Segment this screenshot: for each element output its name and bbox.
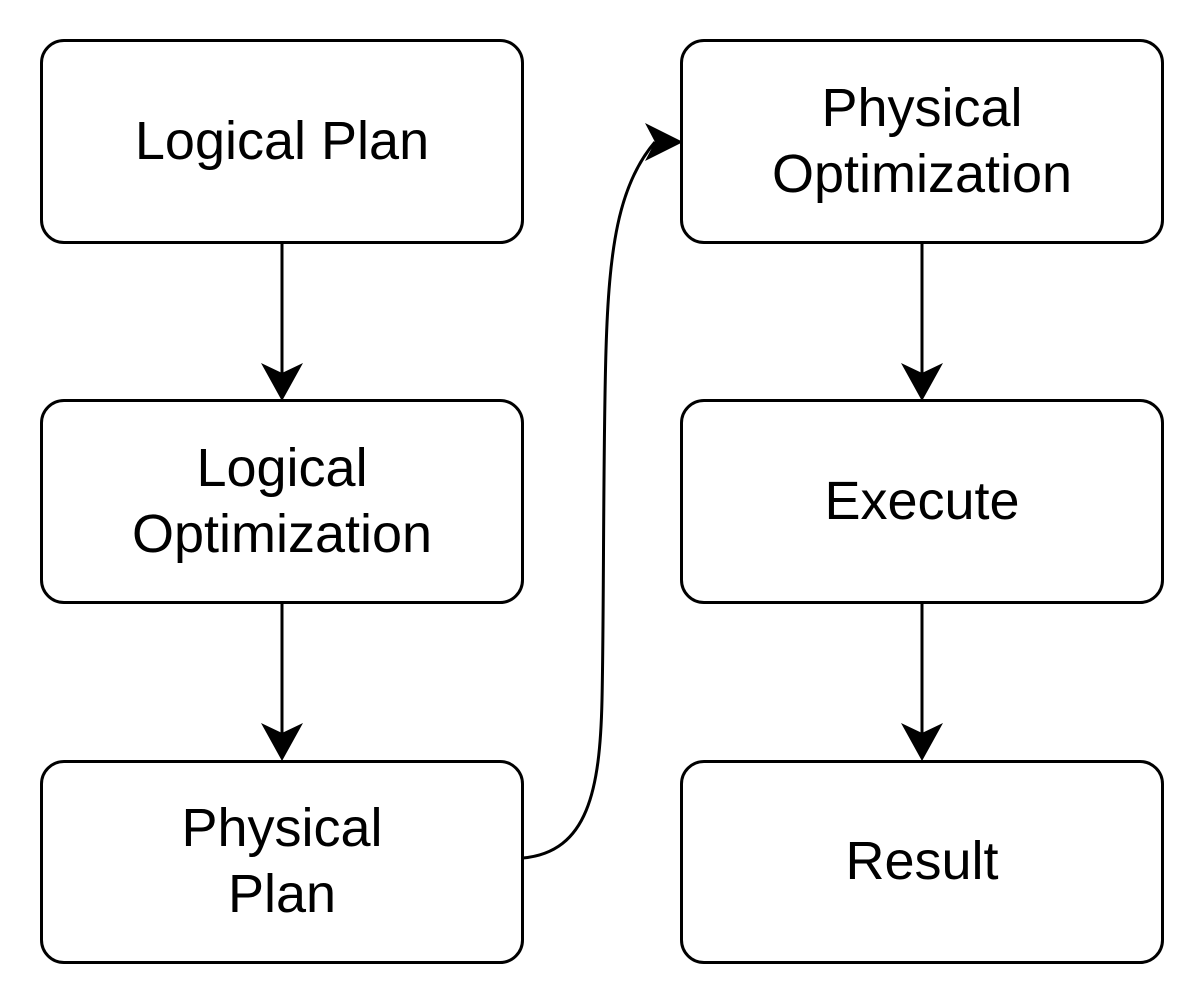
arrowhead-down-icon [901,723,943,761]
arrowhead-down-icon [261,363,303,401]
arrowhead-down-icon [261,723,303,761]
node-label: Physical Optimization [771,77,1073,204]
node-label: Result [845,831,999,892]
node-execute: Execute [680,399,1164,604]
node-result: Result [680,760,1164,964]
arrowhead-right-icon [645,123,683,161]
node-physical-plan: Physical Plan [40,760,524,964]
node-logical-optimization: Logical Optimization [40,399,524,604]
node-label: Physical Plan [181,798,383,924]
edge-logical-plan-to-logical-optimization [261,243,303,401]
node-label: Logical Optimization [131,437,433,564]
node-label: Execute [824,470,1020,531]
node-physical-optimization: Physical Optimization [680,39,1164,244]
edge-logical-optimization-to-physical-plan [261,603,303,761]
edge-execute-to-result [901,603,943,761]
arrowhead-down-icon [901,363,943,401]
edge-physical-optimization-to-execute [901,243,943,401]
node-label: Logical Plan [134,110,430,171]
node-logical-plan: Logical Plan [40,39,524,244]
edge-physical-plan-to-physical-optimization [522,123,683,860]
